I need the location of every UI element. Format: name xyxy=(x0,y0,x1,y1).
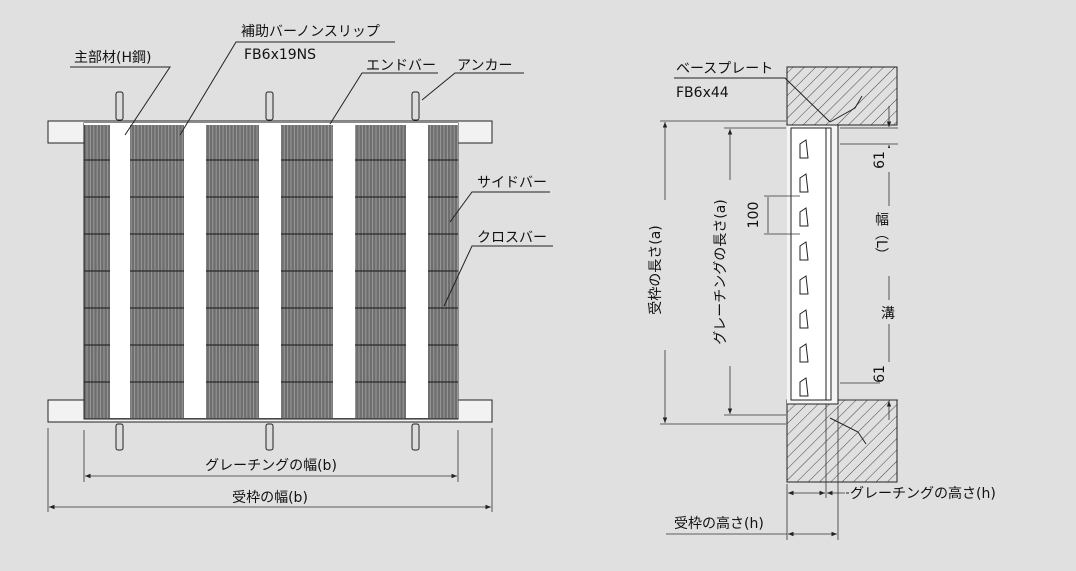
label-aux-bar-spec: FB6x19NS xyxy=(244,47,316,63)
cross-bar-tooth xyxy=(799,173,809,193)
cross-bar-tooth xyxy=(799,139,809,159)
main-bar xyxy=(259,124,281,418)
main-bars xyxy=(110,124,428,418)
label-end-bar: エンドバー xyxy=(366,58,436,74)
grating-side xyxy=(790,127,832,401)
section-view: ベースプレート FB6x44 xyxy=(648,61,996,540)
anchor-bottom xyxy=(411,423,420,451)
dim-label-bg xyxy=(880,148,898,172)
anchor-bottom xyxy=(115,423,124,451)
anchor-bottom xyxy=(265,423,274,451)
dim-frame-width: 受枠の幅(b) xyxy=(232,490,308,506)
label-aux-bar: 補助バーノンスリップ xyxy=(241,24,380,40)
dim-label-bg xyxy=(215,488,323,506)
main-bar xyxy=(406,124,428,418)
dim-label-bg xyxy=(720,180,740,366)
leader-lines xyxy=(70,41,553,307)
anchor-hook xyxy=(829,95,863,123)
dim-trench-width-1: 溝 xyxy=(881,306,895,322)
cross-bar-tooth xyxy=(799,309,809,329)
cross-bar-tooth xyxy=(799,275,809,295)
dim-pitch: 100 xyxy=(746,202,762,229)
dim-frame-height: 受枠の高さ(h) xyxy=(674,515,764,532)
main-bar xyxy=(333,124,355,418)
plan-view: 主部材(H鋼) 補助バーノンスリップ FB6x19NS エンドバー アンカー サ… xyxy=(47,24,553,512)
cross-bar-tooth xyxy=(799,207,809,227)
cross-bar-tooth xyxy=(799,377,809,397)
anchors xyxy=(115,91,420,451)
anchor-top xyxy=(115,91,124,121)
dim-label-bg xyxy=(880,300,898,324)
width-dimension-lines xyxy=(47,428,493,512)
label-anchor: アンカー xyxy=(457,58,512,74)
label-base-plate: ベースプレート xyxy=(676,61,773,77)
label-cross-bar: クロスバー xyxy=(477,230,547,246)
concrete-bottom xyxy=(786,399,898,483)
anchor-top xyxy=(265,91,274,121)
concrete-top xyxy=(786,66,898,126)
dim-bottom-offset: 61 xyxy=(872,365,888,383)
dim-grating-width: グレーチングの幅(b) xyxy=(205,458,337,474)
dim-label-bg xyxy=(880,206,898,276)
dim-grating-height: グレーチングの高さ(h) xyxy=(850,485,996,502)
label-main-member: 主部材(H鋼) xyxy=(74,50,151,66)
label-base-plate-spec: FB6x44 xyxy=(676,85,729,101)
main-bar xyxy=(184,124,206,418)
label-side-bar: サイドバー xyxy=(477,175,547,191)
leader-base-plate xyxy=(674,77,831,123)
cross-bar-tooth xyxy=(799,241,809,261)
cross-bar-teeth xyxy=(799,139,809,397)
anchor-top xyxy=(411,91,420,121)
anchor-hook xyxy=(829,417,867,445)
main-bar xyxy=(110,124,130,418)
dim-frame-length: 受枠の長さ(a) xyxy=(648,225,664,315)
dim-label-bg xyxy=(655,200,675,350)
dim-grating-length: グレーチングの長さ(a) xyxy=(713,199,729,345)
dim-label-bg xyxy=(880,362,898,386)
dim-label-bg xyxy=(186,456,352,474)
dim-trench-width-2: 幅（L） xyxy=(873,212,889,262)
dim-top-offset: 61 xyxy=(872,151,888,169)
cross-bar-tooth xyxy=(799,343,809,363)
